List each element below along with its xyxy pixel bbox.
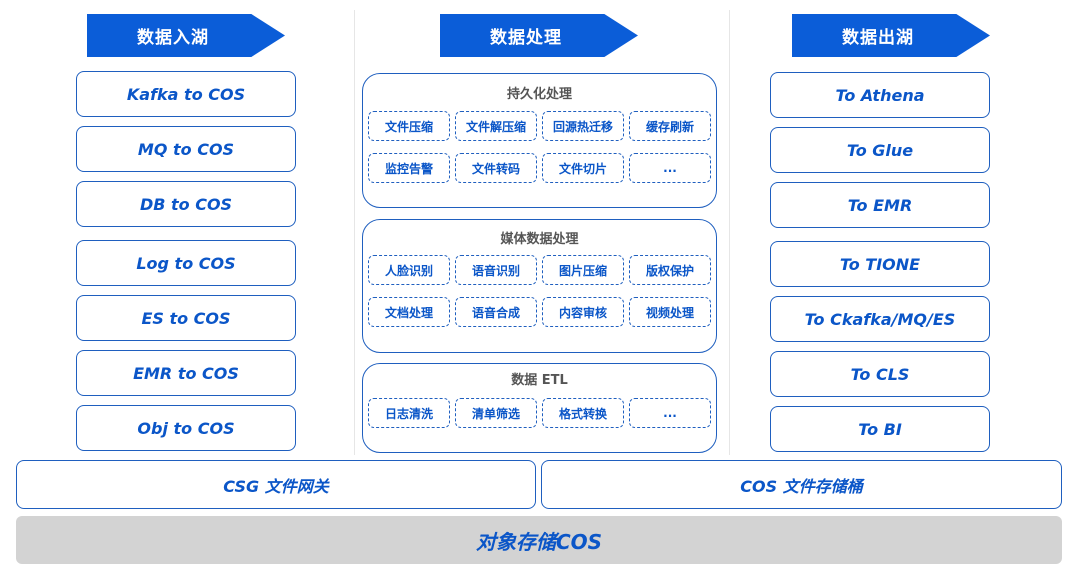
chip-more-etl: ... bbox=[629, 398, 711, 428]
egress-item-bi: To BI bbox=[770, 406, 990, 452]
chip-file-compress: 文件压缩 bbox=[368, 111, 450, 141]
panel-persist-title: 持久化处理 bbox=[506, 87, 572, 102]
cos-file-bucket: COS 文件存储桶 bbox=[541, 460, 1062, 509]
ingest-item-es: ES to COS bbox=[76, 295, 296, 341]
chip-file-decompress: 文件解压缩 bbox=[455, 111, 537, 141]
chip-file-transcode: 文件转码 bbox=[455, 153, 537, 183]
egress-item-athena: To Athena bbox=[770, 72, 990, 118]
ingest-item-mq: MQ to COS bbox=[76, 126, 296, 172]
object-storage-cos: 对象存储COS bbox=[16, 516, 1062, 564]
ingest-item-log: Log to COS bbox=[76, 240, 296, 286]
divider-right bbox=[729, 10, 730, 455]
chip-doc-process: 文档处理 bbox=[368, 297, 450, 327]
ingest-item-db: DB to COS bbox=[76, 181, 296, 227]
panel-media-title: 媒体数据处理 bbox=[500, 232, 579, 247]
egress-item-ckafka: To Ckafka/MQ/ES bbox=[770, 296, 990, 342]
chip-format-convert: 格式转换 bbox=[542, 398, 624, 428]
egress-item-emr: To EMR bbox=[770, 182, 990, 228]
chip-content-review: 内容审核 bbox=[542, 297, 624, 327]
csg-file-gateway: CSG 文件网关 bbox=[16, 460, 536, 509]
panel-persist: 持久化处理 文件压缩 文件解压缩 回源热迁移 缓存刷新 监控告警 文件转码 文件… bbox=[362, 73, 717, 208]
chip-log-cleaning: 日志清洗 bbox=[368, 398, 450, 428]
chip-list-filter: 清单筛选 bbox=[455, 398, 537, 428]
chip-face-recognition: 人脸识别 bbox=[368, 255, 450, 285]
divider-left bbox=[354, 10, 355, 455]
chip-speech-synthesis: 语音合成 bbox=[455, 297, 537, 327]
chip-hot-migration: 回源热迁移 bbox=[542, 111, 624, 141]
ingest-item-obj: Obj to COS bbox=[76, 405, 296, 451]
panel-etl: 数据 ETL 日志清洗 清单筛选 格式转换 ... bbox=[362, 363, 717, 453]
header-ingest: 数据入湖 bbox=[87, 14, 285, 57]
header-process: 数据处理 bbox=[440, 14, 638, 57]
egress-item-tione: To TIONE bbox=[770, 241, 990, 287]
chip-video-process: 视频处理 bbox=[629, 297, 711, 327]
panel-media: 媒体数据处理 人脸识别 语音识别 图片压缩 版权保护 文档处理 语音合成 内容审… bbox=[362, 219, 717, 353]
panel-etl-title: 数据 ETL bbox=[511, 373, 568, 388]
chip-image-compress: 图片压缩 bbox=[542, 255, 624, 285]
header-egress: 数据出湖 bbox=[792, 14, 990, 57]
chip-cache-refresh: 缓存刷新 bbox=[629, 111, 711, 141]
chip-monitor-alert: 监控告警 bbox=[368, 153, 450, 183]
chip-speech-recognition: 语音识别 bbox=[455, 255, 537, 285]
chip-more-persist: ... bbox=[629, 153, 711, 183]
chip-file-slice: 文件切片 bbox=[542, 153, 624, 183]
egress-item-cls: To CLS bbox=[770, 351, 990, 397]
chip-copyright-protect: 版权保护 bbox=[629, 255, 711, 285]
egress-item-glue: To Glue bbox=[770, 127, 990, 173]
ingest-item-kafka: Kafka to COS bbox=[76, 71, 296, 117]
ingest-item-emr: EMR to COS bbox=[76, 350, 296, 396]
